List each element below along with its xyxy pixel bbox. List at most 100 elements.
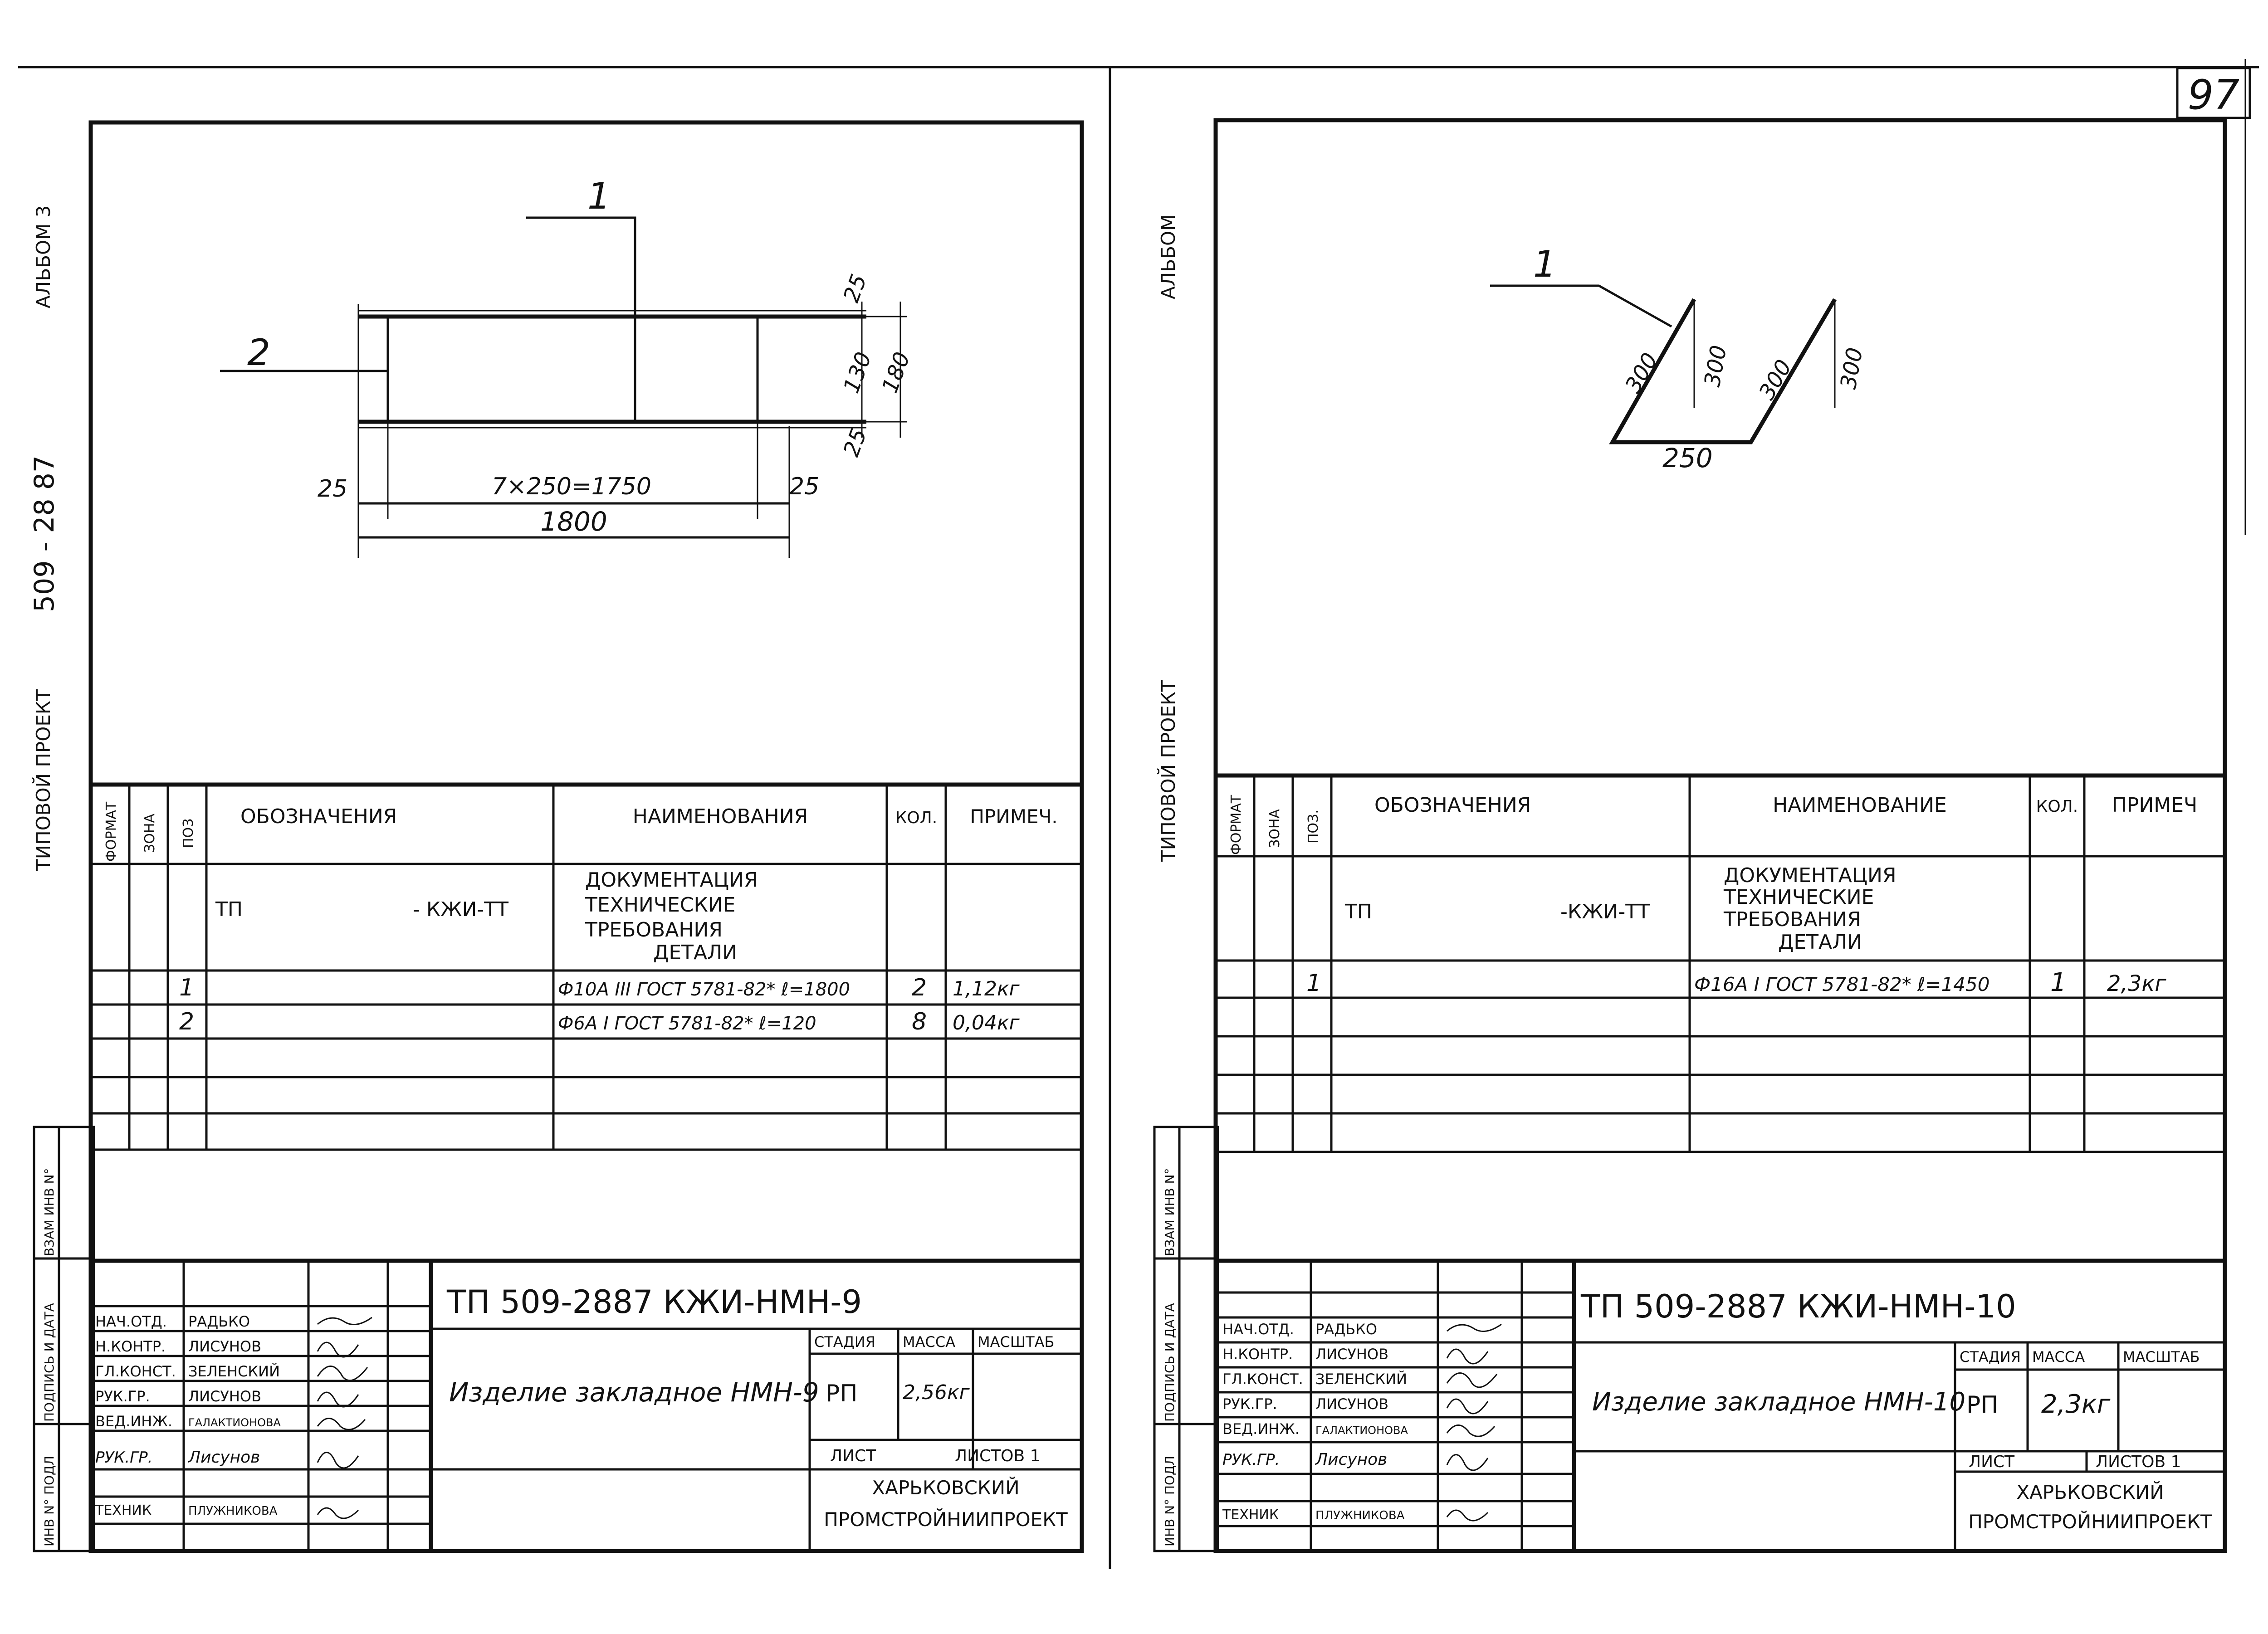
right-th-designation: ОБОЗНАЧЕНИЯ	[1374, 794, 1531, 817]
left-stage-value: РП	[826, 1380, 857, 1407]
left-doc-line-3: ТРЕБОВАНИЯ	[585, 918, 723, 941]
right-doc-kzhi: -КЖИ-ТТ	[1560, 900, 1650, 923]
right-org-line2: ПРОМСТРОЙНИИПРОЕКТ	[1968, 1510, 2212, 1533]
left-name-7: ПЛУЖНИКОВА	[188, 1504, 278, 1518]
left-frame	[88, 120, 1084, 1553]
right-scale-label: МАСШТАБ	[2123, 1348, 2200, 1366]
right-stamp: ТП 509-2887 КЖИ-НМН-10 Изделие закладное…	[1216, 1261, 2225, 1551]
left-signature-2	[317, 1366, 368, 1381]
left-vzam-inv: ВЗАМ ИНВ N°	[42, 1168, 57, 1256]
left-role-5: РУК.ГР.	[95, 1449, 152, 1467]
right-sheet: АЛЬБОМ ТИПОВОЙ ПРОЕКТ ВЗАМ ИНВ N° ПОДПИС…	[1153, 59, 2246, 1553]
right-row1-qty: 1	[2050, 968, 2067, 997]
left-scale-label: МАСШТАБ	[978, 1333, 1054, 1351]
right-inv-podl: ИНВ N° ПОДЛ	[1162, 1456, 1177, 1546]
right-role-3: РУК.ГР.	[1222, 1395, 1277, 1413]
left-dim-25-right: 25	[789, 473, 819, 500]
right-doc-line-3: ТРЕБОВАНИЯ	[1723, 908, 1861, 931]
left-signature-4	[317, 1418, 366, 1430]
left-dim-180: 180	[877, 349, 915, 396]
left-name-1: ЛИСУНОВ	[188, 1338, 261, 1355]
right-signature-7	[1446, 1509, 1489, 1522]
left-role-3: РУК.ГР.	[95, 1388, 150, 1405]
right-name-7: ПЛУЖНИКОВА	[1315, 1509, 1405, 1522]
left-role-2: ГЛ.КОНСТ.	[95, 1363, 176, 1380]
right-sheets-label: ЛИСТОВ 1	[2096, 1453, 2181, 1471]
left-sheet-label: ЛИСТ	[830, 1447, 876, 1465]
right-name-1: ЛИСУНОВ	[1315, 1346, 1388, 1363]
right-signature-2	[1446, 1372, 1498, 1388]
left-inv-podl: ИНВ N° ПОДЛ	[42, 1456, 57, 1546]
left-doc-line-4: ДЕТАЛИ	[653, 941, 737, 964]
left-th-note: ПРИМЕЧ.	[970, 805, 1057, 828]
left-name-2: ЗЕЛЕНСКИЙ	[188, 1363, 280, 1380]
page-number-box	[2176, 67, 2251, 119]
right-pos1-label: 1	[1533, 243, 1556, 285]
right-signature-0	[1447, 1323, 1502, 1332]
left-margin-album: АЛЬБОМ 3	[32, 205, 54, 308]
left-signature-1	[317, 1341, 359, 1358]
left-row1-qty: 2	[912, 974, 927, 1001]
left-doc-line-1: ДОКУМЕНТАЦИЯ	[585, 868, 758, 892]
left-org-line1: ХАРЬКОВСКИЙ	[872, 1476, 1019, 1499]
right-th-format: ФОРМАТ	[1228, 795, 1244, 855]
left-role-4: ВЕД.ИНЖ.	[95, 1413, 172, 1430]
left-pos1-label: 1	[587, 175, 611, 217]
left-signature-3	[317, 1391, 359, 1408]
right-podpis-data: ПОДПИСЬ И ДАТА	[1162, 1303, 1177, 1422]
right-dim-300-b: 300	[1700, 343, 1732, 389]
left-th-name: НАИМЕНОВАНИЯ	[633, 805, 808, 828]
left-stamp: ТП 509-2887 КЖИ-НМН-9 Изделие закладное …	[91, 1261, 1082, 1551]
left-doc-tp: ТП	[215, 898, 243, 921]
left-leader-1	[526, 216, 636, 317]
right-signature-3	[1446, 1398, 1489, 1415]
left-th-designation: ОБОЗНАЧЕНИЯ	[240, 805, 397, 828]
left-row2-pos: 2	[179, 1008, 194, 1035]
left-mass-label: МАССА	[903, 1333, 955, 1351]
right-doc-line-1: ДОКУМЕНТАЦИЯ	[1724, 864, 1897, 887]
left-margin-project-label: ТИПОВОЙ ПРОЕКТ	[32, 689, 54, 871]
right-stamp-title: Изделие закладное НМН-10	[1592, 1387, 1965, 1417]
right-binding-strip	[1153, 1126, 1219, 1552]
left-org-line2: ПРОМСТРОЙНИИПРОЕКТ	[824, 1508, 1068, 1531]
left-row1-pos: 1	[179, 974, 194, 1001]
right-dim-300-d: 300	[1836, 346, 1868, 391]
right-doc-line-2: ТЕХНИЧЕСКИЕ	[1723, 886, 1874, 909]
left-signature-0	[317, 1317, 372, 1326]
right-leader-1	[1490, 284, 1672, 328]
left-sheets-label: ЛИСТОВ 1	[955, 1447, 1041, 1465]
right-name-4: ГАЛАКТИОНОВА	[1315, 1424, 1408, 1437]
right-role-4: ВЕД.ИНЖ.	[1222, 1420, 1300, 1438]
right-role-2: ГЛ.КОНСТ.	[1222, 1371, 1303, 1388]
left-row2-qty: 8	[912, 1008, 927, 1035]
right-stamp-code: ТП 509-2887 КЖИ-НМН-10	[1580, 1288, 2016, 1325]
right-signature-1	[1446, 1348, 1489, 1365]
left-stamp-code: ТП 509-2887 КЖИ-НМН-9	[446, 1283, 862, 1321]
right-vzam-inv: ВЗАМ ИНВ N°	[1162, 1168, 1177, 1256]
left-drawing: 1 2 25 130 180 25 25 25 7×250=1750 1800	[220, 175, 915, 558]
right-signature-5	[1446, 1454, 1489, 1471]
left-row2-note: 0,04кг	[953, 1011, 1020, 1034]
right-row1-pos: 1	[1306, 970, 1321, 997]
left-dim-25-left: 25	[318, 475, 347, 502]
left-dim-1800: 1800	[540, 506, 607, 537]
left-signature-5	[317, 1452, 359, 1469]
right-org-line1: ХАРЬКОВСКИЙ	[2016, 1481, 2164, 1503]
left-pos2-label: 2	[247, 332, 270, 374]
right-th-name: НАИМЕНОВАНИЕ	[1773, 794, 1947, 817]
right-role-0: НАЧ.ОТД.	[1222, 1321, 1294, 1338]
left-row1-name: Ф10А III ГОСТ 5781-82* ℓ=1800	[558, 979, 850, 1000]
left-doc-kzhi: - КЖИ-ТТ	[413, 898, 508, 921]
left-sheet: АЛЬБОМ 3 509 - 28 87 ТИПОВОЙ ПРОЕКТ ВЗАМ…	[29, 120, 1084, 1553]
right-frame	[1213, 118, 2227, 1553]
left-binding-strip	[33, 1126, 95, 1552]
left-dim-25-bottom: 25	[839, 425, 872, 460]
right-doc-tp: ТП	[1344, 900, 1372, 923]
right-mass-label: МАССА	[2032, 1348, 2085, 1366]
left-spec-table: ФОРМАТ ЗОНА ПОЗ ОБОЗНАЧЕНИЯ НАИМЕНОВАНИЯ…	[91, 782, 1082, 1263]
right-th-note: ПРИМЕЧ	[2112, 794, 2197, 817]
right-stage-label: СТАДИЯ	[1960, 1348, 2021, 1366]
right-stage-value: РП	[1966, 1391, 1998, 1419]
right-row1-note: 2,3кг	[2107, 971, 2166, 996]
left-dim-25-top: 25	[839, 271, 872, 306]
